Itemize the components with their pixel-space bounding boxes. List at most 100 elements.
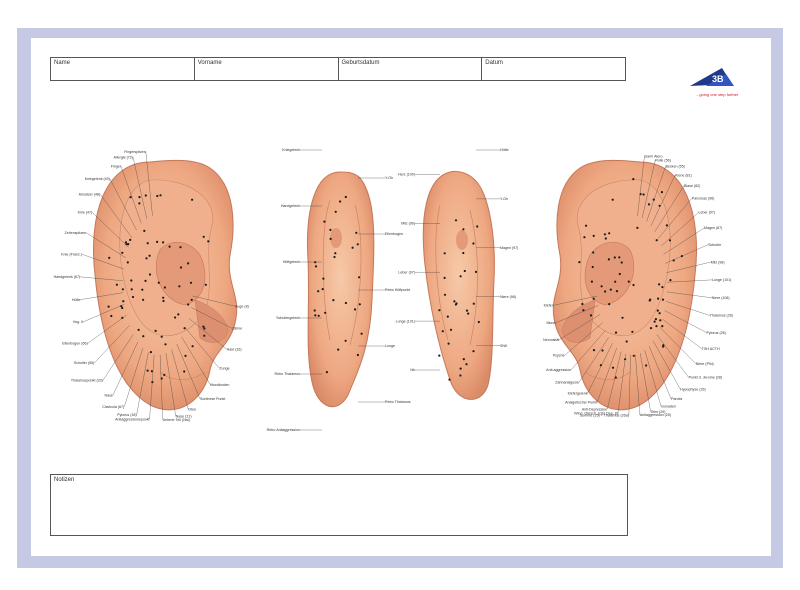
acupuncture-point xyxy=(654,318,658,321)
acupuncture-point xyxy=(632,354,635,357)
header-field-vorname[interactable]: Vorname xyxy=(195,58,339,80)
right-ear-label: Schulter xyxy=(708,243,722,247)
acupuncture-point xyxy=(454,219,458,222)
right-ear-label: Niere (PIN) xyxy=(696,362,714,366)
acupuncture-point xyxy=(142,335,145,338)
acupuncture-point xyxy=(465,309,469,312)
acupuncture-point xyxy=(589,314,593,317)
acupuncture-point xyxy=(344,301,347,305)
acupuncture-point xyxy=(314,261,317,264)
back-ear-label: Lunge (101) xyxy=(396,319,415,323)
acupuncture-point xyxy=(443,276,446,279)
acupuncture-point xyxy=(324,311,327,314)
acupuncture-point xyxy=(660,191,664,194)
leader-lines xyxy=(80,149,712,431)
leader-line xyxy=(665,244,709,264)
leader-line xyxy=(181,336,211,386)
back-ear xyxy=(422,170,495,400)
acupuncture-point xyxy=(178,285,181,288)
acupuncture-point xyxy=(314,314,317,317)
acupuncture-point xyxy=(145,257,148,260)
leader-line xyxy=(578,337,609,383)
header-field-datum[interactable]: Datum xyxy=(485,60,503,66)
leader-line xyxy=(149,354,155,420)
acupuncture-point xyxy=(190,298,193,301)
right-ear-label: Anti-Depression xyxy=(582,407,608,411)
leader-line xyxy=(635,354,641,415)
acupuncture-point xyxy=(207,240,210,243)
acupuncture-point xyxy=(459,367,462,370)
front-ear-label: Y-Gh xyxy=(385,176,393,180)
acupuncture-point xyxy=(459,275,462,278)
acupuncture-point xyxy=(655,325,658,328)
acupuncture-point xyxy=(446,315,449,318)
acupuncture-point xyxy=(183,327,186,330)
leader-line xyxy=(571,330,606,370)
acupuncture-point xyxy=(122,300,125,303)
acupuncture-point xyxy=(127,243,130,246)
acupuncture-point xyxy=(168,245,171,248)
leader-line xyxy=(124,348,144,407)
right-ear-label: Darm Alero xyxy=(645,154,663,158)
acupuncture-point xyxy=(179,266,183,269)
leader-line xyxy=(658,198,692,239)
back-ear-label: Niere (98) xyxy=(500,295,516,299)
acupuncture-point xyxy=(463,269,466,273)
acupuncture-point xyxy=(613,256,616,259)
acupuncture-point xyxy=(592,234,595,237)
leader-line xyxy=(564,322,603,356)
notes-box[interactable]: Notizen xyxy=(50,474,628,536)
right-ear-label: Pylorus (26) xyxy=(706,331,725,335)
acupuncture-point xyxy=(591,265,594,269)
right-ear-label: Niere (108) xyxy=(712,296,730,300)
acupuncture-points xyxy=(107,178,684,384)
left-ear-label: Haut (16) xyxy=(227,347,242,351)
notes-label: Notizen xyxy=(54,477,75,483)
acupuncture-point xyxy=(334,252,337,255)
leader-line xyxy=(112,342,138,396)
acupuncture-point xyxy=(600,285,603,288)
left-ear-label: Kniegelenk (49) xyxy=(85,177,110,181)
acupuncture-point xyxy=(438,309,441,312)
acupuncture-point xyxy=(129,238,132,241)
front-ear-label: Ellenbogen xyxy=(385,232,403,236)
acupuncture-point xyxy=(144,194,147,197)
leader-line xyxy=(191,307,232,329)
right-ear-label: Leber (97) xyxy=(699,211,716,215)
leader-line xyxy=(587,343,613,394)
acupuncture-point xyxy=(189,281,193,284)
acupuncture-point xyxy=(583,236,586,239)
left-ear-label: Sonthese Punkt xyxy=(200,397,225,401)
header-field-geburtsdatum[interactable]: Geburtsdatum xyxy=(339,58,483,80)
acupuncture-point xyxy=(163,286,166,289)
leader-line xyxy=(659,327,696,364)
acupuncture-point xyxy=(339,200,342,203)
acupuncture-point xyxy=(611,366,615,369)
acupuncture-point xyxy=(356,243,359,246)
acupuncture-point xyxy=(581,302,584,306)
leader-line xyxy=(86,232,126,258)
acupuncture-point xyxy=(204,283,207,286)
acupuncture-point xyxy=(656,309,659,312)
acupuncture-point xyxy=(601,349,604,352)
acupuncture-point xyxy=(141,288,144,291)
leader-line xyxy=(660,212,699,247)
leader-line xyxy=(159,354,163,420)
left-ear-label: Nase xyxy=(105,393,113,397)
front-ear-label: Retro Antiaggression xyxy=(267,428,300,432)
acupuncture-point xyxy=(632,283,635,287)
acupuncture-point xyxy=(604,237,607,240)
left-ear-label: Clavicula (67) xyxy=(102,405,124,409)
acupuncture-point xyxy=(120,305,123,308)
acupuncture-point xyxy=(467,312,470,315)
acupuncture-point xyxy=(137,328,140,331)
left-ear-label: Unterer Teil (Nai) xyxy=(163,418,190,422)
acupuncture-point xyxy=(620,261,623,264)
back-ear-label: Magen (97) xyxy=(500,246,518,250)
acupuncture-point xyxy=(477,320,480,324)
leader-line xyxy=(654,185,685,232)
header-field-name[interactable]: Name xyxy=(51,58,195,80)
leader-line xyxy=(81,254,124,270)
acupuncture-point xyxy=(157,281,160,284)
leader-line xyxy=(552,295,598,306)
